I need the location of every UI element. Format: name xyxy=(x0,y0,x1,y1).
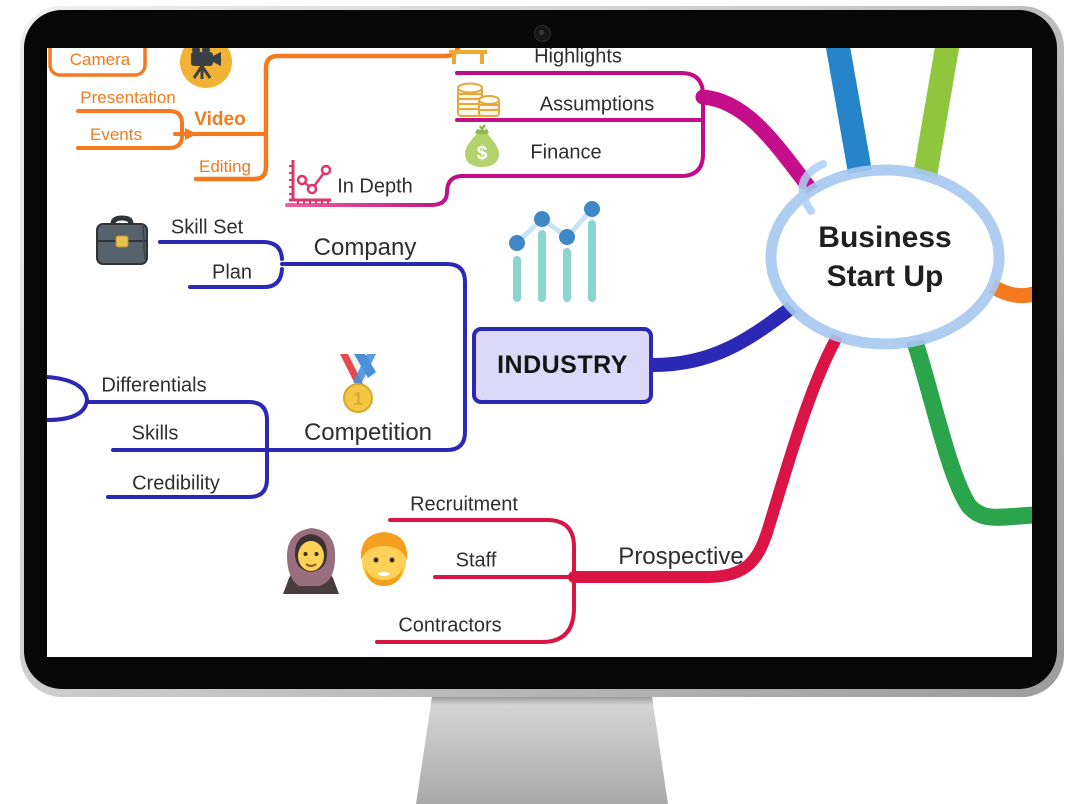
branch-band-lime xyxy=(913,48,960,179)
bench-icon xyxy=(447,48,489,68)
node-credibility[interactable]: Credibility xyxy=(132,472,220,495)
man-beard-icon xyxy=(355,528,413,592)
webcam-icon xyxy=(534,25,551,42)
node-differentials[interactable]: Differentials xyxy=(101,374,207,397)
node-skills[interactable]: Skills xyxy=(131,422,179,445)
node-highlights[interactable]: Highlights xyxy=(534,48,622,68)
line-chart-icon xyxy=(285,158,335,208)
branch-band-blue xyxy=(825,48,872,175)
branch-band-green xyxy=(906,333,1032,526)
node-plan[interactable]: Plan xyxy=(211,261,253,284)
central-topic-line1: Business xyxy=(818,221,952,254)
woman-headscarf-icon xyxy=(279,526,343,594)
node-staff[interactable]: Staff xyxy=(455,549,497,572)
central-ring-sketch-stroke xyxy=(798,160,827,215)
mindmap-canvas[interactable]: $ xyxy=(47,48,1032,657)
central-topic-line2: Start Up xyxy=(826,260,944,293)
coin-stacks-icon xyxy=(455,80,501,118)
company-branch-lines xyxy=(47,240,467,499)
briefcase-icon xyxy=(93,214,151,272)
bar-chart-icon xyxy=(509,201,600,302)
node-editing[interactable]: Editing xyxy=(199,157,251,176)
node-skill-set[interactable]: Skill Set xyxy=(170,216,244,239)
node-competition[interactable]: Competition xyxy=(303,419,433,446)
video-camera-icon xyxy=(179,48,233,94)
video-junction-arrow-icon xyxy=(185,128,197,140)
money-bag-icon: $ xyxy=(461,124,503,168)
svg-text:$: $ xyxy=(477,143,488,164)
branch-band-industry xyxy=(646,301,798,372)
node-camera[interactable]: Camera xyxy=(69,50,131,69)
node-company[interactable]: Company xyxy=(313,234,417,261)
finance-branch-lines xyxy=(455,71,705,178)
monitor-stand-shadow xyxy=(430,697,654,705)
node-video[interactable]: Video xyxy=(194,109,246,130)
node-contractors[interactable]: Contractors xyxy=(398,614,502,637)
node-in-depth[interactable]: In Depth xyxy=(337,175,413,198)
gold-medal-icon: 1 xyxy=(335,354,381,420)
node-events[interactable]: Events xyxy=(90,125,142,144)
svg-text:1: 1 xyxy=(353,389,363,409)
central-topic-label[interactable]: Business Start Up xyxy=(818,218,951,296)
node-prospective[interactable]: Prospective xyxy=(618,543,744,570)
in-depth-line xyxy=(285,174,465,207)
prospective-thick-line xyxy=(568,333,842,583)
central-topic-ring[interactable] xyxy=(765,164,1005,350)
node-presentation[interactable]: Presentation xyxy=(80,88,176,107)
monitor-stand xyxy=(416,697,668,804)
mindmap-lines xyxy=(47,48,1032,644)
branch-band-finance xyxy=(695,89,819,198)
node-recruitment[interactable]: Recruitment xyxy=(410,493,518,516)
node-industry[interactable]: INDUSTRY xyxy=(472,327,653,404)
node-assumptions[interactable]: Assumptions xyxy=(539,93,655,116)
node-finance[interactable]: Finance xyxy=(530,141,602,164)
